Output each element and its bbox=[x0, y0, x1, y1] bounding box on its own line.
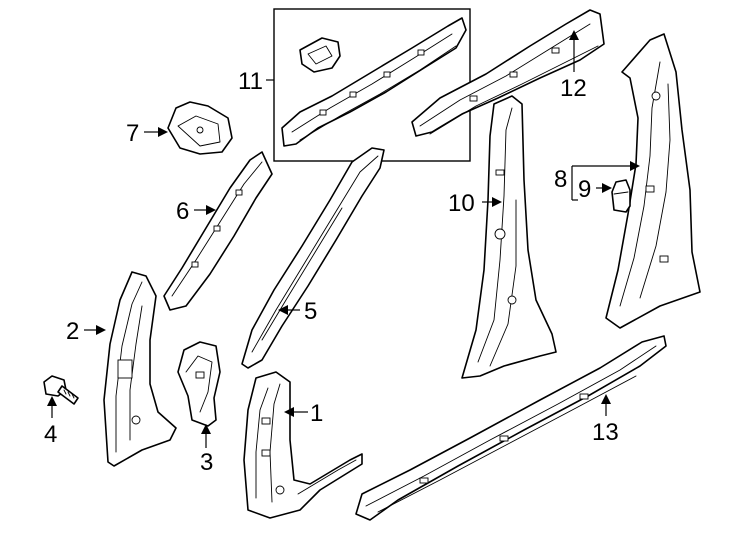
callout-4: 4 bbox=[44, 421, 57, 448]
callout-8: 8 bbox=[554, 166, 567, 193]
callout-11: 11 bbox=[238, 68, 263, 95]
callout-6: 6 bbox=[176, 198, 189, 225]
part-13-side-sill[interactable] bbox=[355, 335, 667, 521]
part-3-bracket[interactable] bbox=[177, 341, 221, 427]
leader-5 bbox=[278, 305, 300, 315]
leader-9 bbox=[596, 183, 612, 193]
part-12-roof-rail[interactable] bbox=[411, 9, 605, 137]
leader-2 bbox=[84, 325, 106, 335]
part-7-bracket[interactable] bbox=[167, 101, 233, 155]
part-8-quarter-panel[interactable] bbox=[605, 33, 701, 329]
callout-12: 12 bbox=[560, 75, 587, 102]
leader-6 bbox=[194, 205, 216, 215]
part-10-b-pillar[interactable] bbox=[461, 95, 557, 379]
part-11-rail-bracket[interactable] bbox=[281, 17, 467, 147]
part-11-clip[interactable] bbox=[299, 37, 341, 73]
leader-1 bbox=[284, 407, 308, 417]
leader-8 bbox=[571, 161, 640, 201]
callout-2: 2 bbox=[66, 318, 79, 345]
part-4-bolt[interactable] bbox=[43, 375, 79, 405]
leader-10 bbox=[482, 197, 502, 207]
callout-5: 5 bbox=[304, 298, 317, 325]
part-9-clip[interactable] bbox=[611, 179, 631, 213]
leader-3 bbox=[201, 424, 211, 448]
leader-13 bbox=[601, 394, 611, 416]
part-5-pillar-panel[interactable] bbox=[241, 147, 385, 369]
leader-12 bbox=[569, 30, 579, 72]
callout-10: 10 bbox=[448, 190, 475, 217]
callout-9: 9 bbox=[578, 176, 591, 203]
callout-13: 13 bbox=[592, 419, 619, 446]
leader-4 bbox=[47, 396, 57, 418]
part-6-reinforcement[interactable] bbox=[163, 151, 273, 311]
part-2-lower-pillar[interactable] bbox=[103, 271, 177, 467]
callout-1: 1 bbox=[310, 400, 323, 427]
leader-7 bbox=[144, 127, 168, 137]
callout-7: 7 bbox=[126, 120, 139, 147]
part-1-hinge-pillar[interactable] bbox=[243, 371, 363, 519]
callout-3: 3 bbox=[200, 449, 213, 476]
